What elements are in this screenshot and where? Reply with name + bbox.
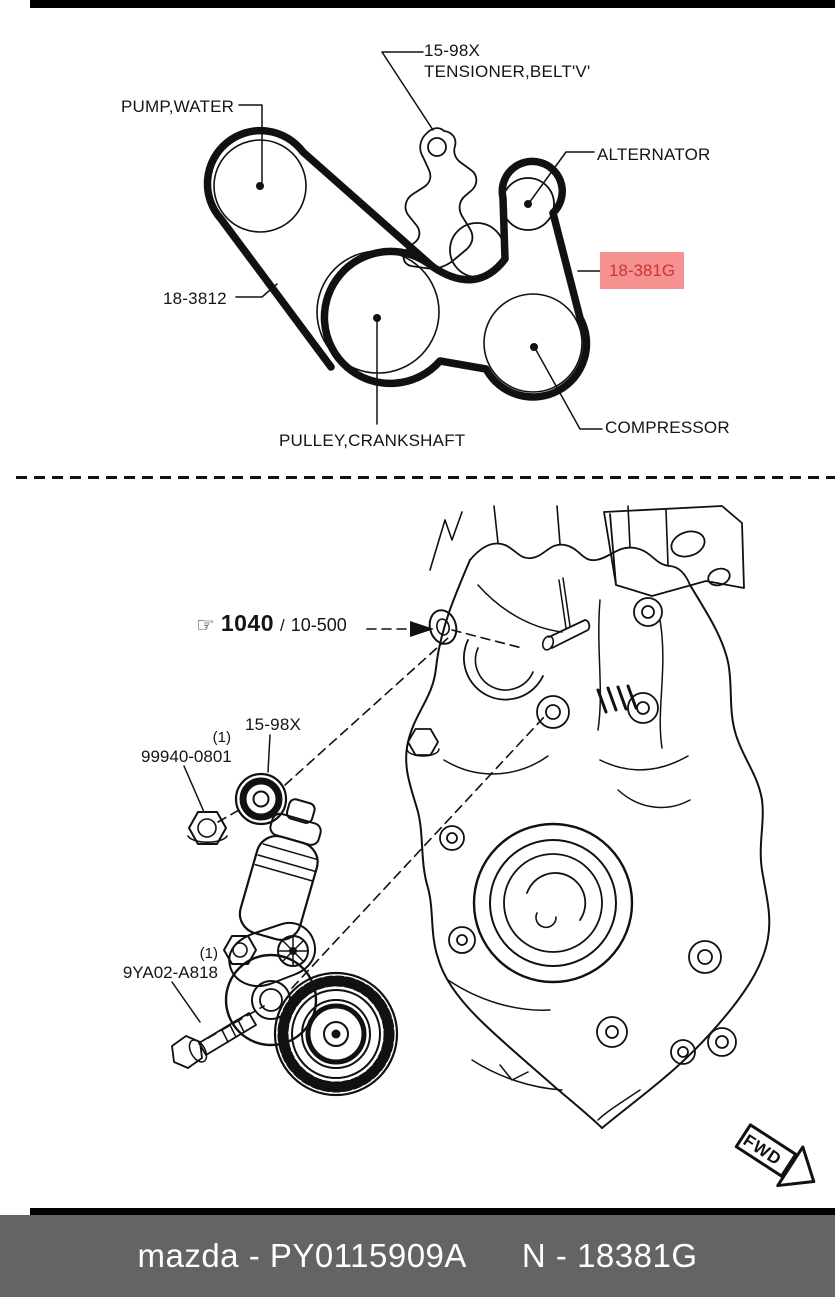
tensioner-name: TENSIONER,BELT'V' [424, 62, 591, 81]
label-pump-water: PUMP,WATER [121, 97, 235, 116]
water-pump-pulley [213, 139, 307, 233]
label-bolt: (1) 9YA02-A818 [122, 944, 218, 982]
compressor-pulley [483, 293, 583, 393]
ref-arrowhead [410, 621, 434, 637]
label-nut: (1) 99940-0801 [141, 728, 232, 766]
nut-code: 99940-0801 [141, 747, 232, 766]
footer-rule [30, 1208, 835, 1215]
label-alternator: ALTERNATOR [597, 145, 711, 164]
label-tensioner-belt: 15-98X TENSIONER,BELT'V' [424, 40, 590, 82]
ref-group-number: 1040 [220, 610, 274, 636]
belt-18-3812 [203, 126, 437, 371]
bolt-qty: (1) [199, 945, 218, 962]
section-divider [16, 476, 835, 479]
nut-qty: (1) [212, 729, 231, 746]
label-tensioner-code-lower: 15-98X [245, 715, 302, 734]
top-rule [30, 0, 835, 8]
tensioner-bracket [402, 127, 478, 270]
belt-18-381g [320, 157, 591, 401]
label-compressor: COMPRESSOR [605, 418, 730, 437]
label-belt-18-3812: 18-3812 [163, 289, 227, 308]
tensioner-code: 15-98X [424, 41, 481, 60]
label-pulley-crankshaft: PULLEY,CRANKSHAFT [279, 431, 466, 450]
fwd-arrow: FWD [734, 1123, 816, 1188]
reference-group-label: ☞ 1040 / 10-500 [196, 610, 347, 637]
pointer-hand-icon: ☞ [196, 614, 215, 637]
highlighted-part-code[interactable]: 18-381G [600, 252, 684, 289]
footer-catalog-code: mazda - PY0115909A [137, 1237, 467, 1274]
bolt-code: 9YA02-A818 [122, 963, 218, 982]
ref-slash: / [280, 616, 285, 635]
footer-bar: mazda - PY0115909A N - 18381G [0, 1215, 835, 1297]
footer-part-number: N - 18381G [521, 1237, 698, 1274]
ref-section-code: 10-500 [290, 615, 347, 635]
